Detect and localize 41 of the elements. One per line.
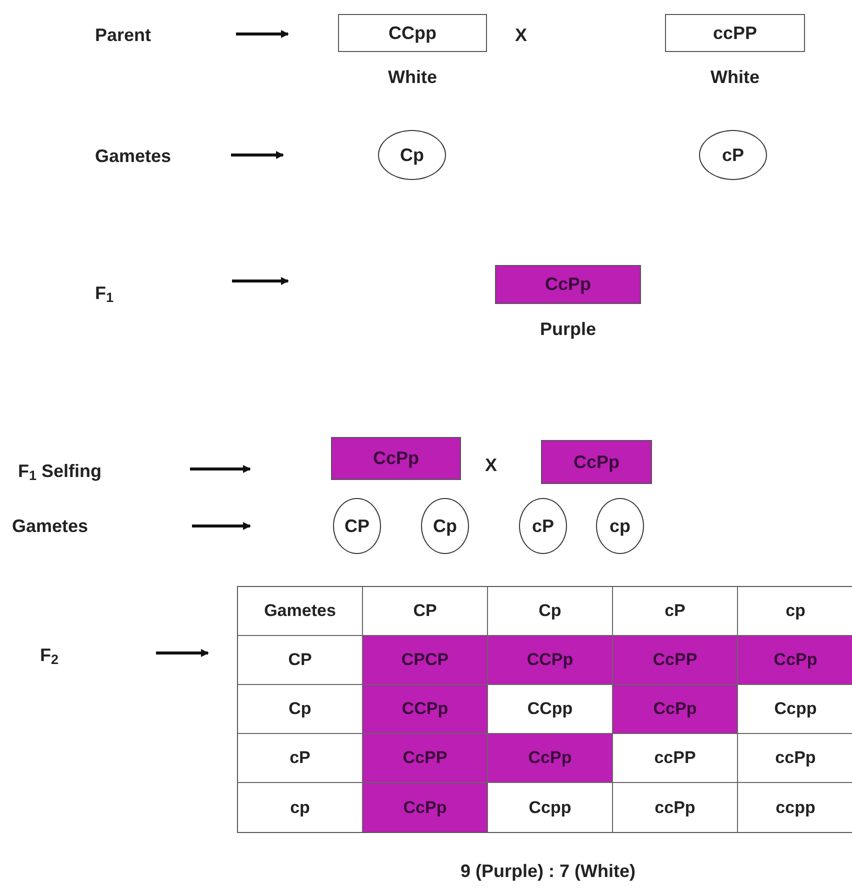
genotype-box: CcPp (331, 437, 461, 480)
genotype-box: CcPp (495, 265, 641, 304)
genotype-box: CCpp (338, 14, 487, 52)
table-cell: cP (238, 734, 363, 783)
table-cell: CcPP (613, 636, 738, 685)
table-cell: ccPP (613, 734, 738, 783)
row-label: Gametes (12, 515, 88, 538)
table-cell: CcPp (738, 636, 852, 685)
phenotype-label: White (710, 66, 760, 89)
row-label: Parent (95, 24, 152, 47)
table-cell: CcPp (488, 734, 613, 783)
genotype-box: ccPP (665, 14, 805, 52)
phenotype-label: White (387, 66, 438, 89)
table-cell: CcPp (613, 685, 738, 734)
gamete-circle: Cp (378, 130, 446, 180)
gamete-circle: cP (699, 130, 767, 180)
table-cell: CcPP (363, 734, 488, 783)
gamete-circle: cp (596, 498, 644, 554)
table-cell: CPCP (363, 636, 488, 685)
phenotype-label: Purple (538, 318, 597, 341)
table-cell: Gametes (238, 587, 363, 636)
table-cell: CCPp (363, 685, 488, 734)
gamete-circle: cP (519, 498, 567, 554)
table-cell: CcPp (363, 783, 488, 832)
table-cell: CP (238, 636, 363, 685)
table-cell: CP (363, 587, 488, 636)
gamete-circle: Cp (421, 498, 469, 554)
cross-sign: X (515, 24, 528, 47)
row-label: F$_{1}$ (95, 282, 114, 307)
cross-sign: X (485, 454, 498, 477)
table-cell: CCPp (488, 636, 613, 685)
ratio-text: 9 (Purple) : 7 (White) (460, 860, 636, 883)
table-cell: CCpp (488, 685, 613, 734)
table-cell: Cp (238, 685, 363, 734)
table-cell: cP (613, 587, 738, 636)
gamete-circle: CP (333, 498, 381, 554)
table-cell: Cp (488, 587, 613, 636)
row-label: F$_{1}$ Selfing (18, 460, 102, 485)
genotype-box: CcPp (541, 440, 652, 484)
row-label: F$_{2}$ (40, 644, 59, 669)
row-label: Gametes (95, 145, 172, 168)
